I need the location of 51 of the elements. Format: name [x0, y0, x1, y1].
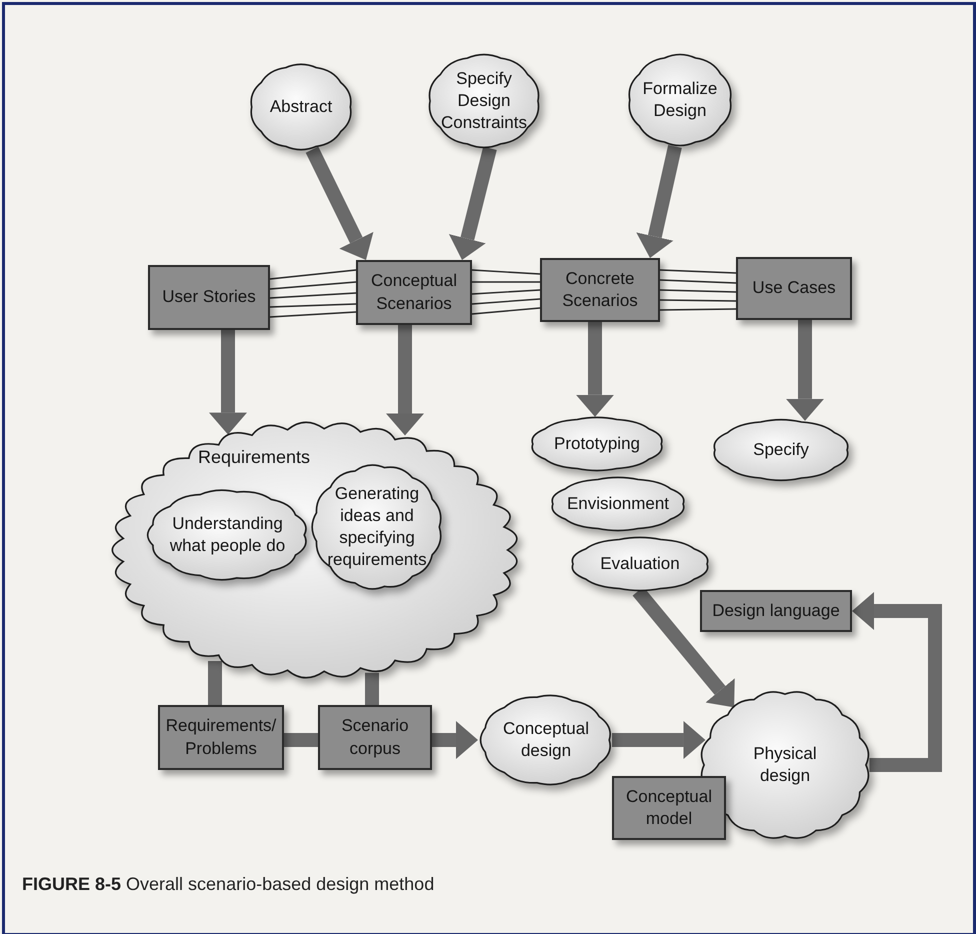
- figure-caption: FIGURE 8-5 Overall scenario-based design method: [22, 874, 434, 895]
- node-label: Specify Design Constraints: [440, 68, 528, 134]
- node-label: Envisionment: [566, 492, 670, 515]
- node-label: Generating ideas and specifying requirements: [326, 482, 428, 572]
- node-label: Requirements/ Problems: [164, 715, 278, 760]
- node-label: Design language: [712, 600, 840, 622]
- node-label: Concrete Scenarios: [561, 268, 639, 312]
- arrow: [636, 144, 682, 258]
- arrow: [852, 592, 942, 772]
- arrow: [306, 146, 374, 260]
- node-label: Prototyping: [554, 432, 640, 455]
- process-box: [540, 258, 660, 322]
- process-box: [318, 705, 432, 770]
- cloud-shape: [248, 62, 354, 152]
- arrow: [432, 721, 478, 759]
- node-label: Conceptual Scenarios: [370, 270, 458, 314]
- node-label: Specify: [753, 438, 809, 461]
- process-box: [148, 265, 270, 330]
- node-label: User Stories: [162, 286, 256, 308]
- arrow: [209, 330, 247, 435]
- connector-line: [269, 269, 357, 318]
- node-label: Conceptual model: [624, 786, 713, 830]
- node-label: Evaluation: [600, 552, 680, 575]
- node-label: Physical design: [752, 742, 818, 787]
- connector-line: [471, 269, 541, 315]
- arrow: [448, 146, 497, 260]
- node-label: Understanding what people do: [168, 512, 286, 557]
- process-box: [158, 705, 284, 770]
- node-label: Use Cases: [752, 277, 836, 300]
- cloud-shape: [478, 693, 614, 787]
- cloud-shape: [626, 52, 734, 148]
- cloud-shape: [145, 488, 310, 582]
- connector-line: [284, 733, 318, 747]
- node-label: Abstract: [270, 96, 332, 118]
- cloud-shape: [310, 462, 444, 592]
- node-label: Scenario corpus: [340, 715, 410, 760]
- arrow: [786, 320, 824, 421]
- arrow: [386, 325, 424, 436]
- process-box: [700, 590, 852, 632]
- arrow: [612, 721, 706, 759]
- process-box: [612, 776, 726, 840]
- cloud-shape: [426, 52, 542, 150]
- node-label: Requirements: [198, 446, 310, 469]
- connector-line: [659, 269, 737, 311]
- connector-line: [208, 661, 222, 705]
- arrow: [576, 322, 614, 417]
- process-box: [736, 257, 852, 320]
- node-label: Formalize Design: [642, 78, 718, 122]
- process-box: [356, 260, 472, 325]
- node-label: Conceptual design: [502, 718, 590, 762]
- connector-line: [365, 672, 379, 705]
